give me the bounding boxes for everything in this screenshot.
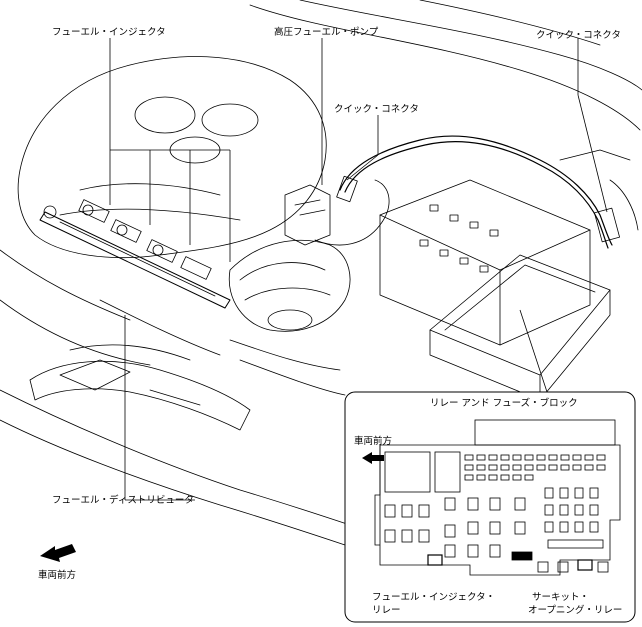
- front-arrow-inset: [362, 452, 384, 464]
- fuel-line: [339, 135, 613, 246]
- front-bumper-line: [0, 389, 351, 526]
- label-quick-connector-right: クイック・コネクタ: [536, 30, 621, 41]
- label-fuel-distributor: フューエル・ディストリビュータ: [52, 495, 194, 506]
- front-arrow-main: [40, 544, 76, 562]
- label-vehicle-front-inset: 車両前方: [354, 436, 393, 447]
- relay-block-box: [429, 254, 611, 376]
- label-circuit-relay-line1: サーキット・: [532, 592, 590, 603]
- fuse-row-right: [544, 487, 604, 549]
- injectors-group: [43, 199, 212, 280]
- quick-connector-right-shape: [594, 207, 620, 243]
- front-bumper-line-2: [0, 419, 346, 546]
- circuit-opening-relay-shape: [577, 559, 593, 571]
- injector-relay-shape: [427, 554, 443, 566]
- label-fuel-injector: フューエル・インジェクタ: [52, 27, 166, 38]
- left-body-curve-2: [0, 299, 151, 366]
- battery: [379, 179, 591, 271]
- label-circuit-relay-line2: オープニング・リレー: [528, 605, 623, 616]
- label-vehicle-front-main: 車両前方: [38, 570, 77, 581]
- label-quick-connector-center: クイック・コネクタ: [334, 104, 419, 115]
- label-injector-relay-line1: フューエル・インジェクタ・: [372, 592, 496, 603]
- engine-cover: [17, 56, 327, 259]
- label-hp-fuel-pump: 高圧フューエル・ポンプ: [274, 27, 379, 38]
- hood-line-upper: [249, 4, 641, 131]
- label-injector-relay-line2: リレー: [372, 605, 401, 616]
- hood-line-2: [299, 0, 642, 91]
- quick-connector-center-shape: [336, 175, 358, 203]
- intake-pipe: [228, 239, 351, 332]
- label-relay-block: リレー アンド フューズ・ブロック: [430, 398, 578, 409]
- hp-pump: [284, 184, 331, 246]
- battery-caps: [419, 204, 499, 273]
- left-body-curve: [0, 249, 131, 321]
- fuse-block-layout: [374, 419, 621, 576]
- fuse-row-top: [464, 454, 606, 481]
- fuel-distributor-rail: [39, 211, 231, 309]
- relay-row-left: [384, 497, 526, 558]
- air-duct: [29, 360, 251, 431]
